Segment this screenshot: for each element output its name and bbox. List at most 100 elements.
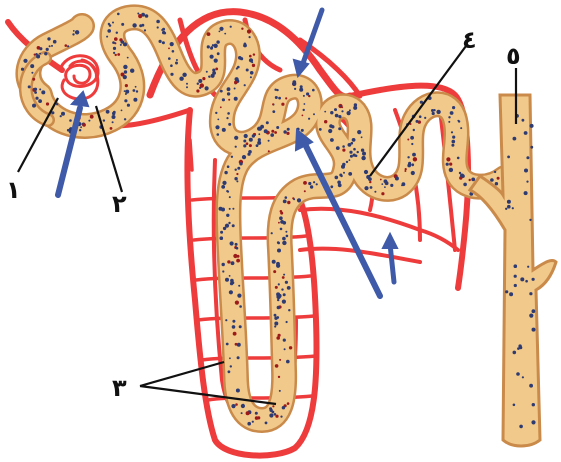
speckle-dot (357, 130, 361, 134)
speckle-dot (80, 126, 82, 128)
speckle-dot (522, 119, 525, 122)
speckle-dot (308, 182, 311, 185)
speckle-dot (275, 286, 278, 289)
speckle-dot (279, 390, 281, 392)
speckle-dot (287, 402, 290, 405)
speckle-dot (283, 130, 286, 133)
speckle-dot (226, 117, 228, 119)
speckle-dot (531, 420, 535, 424)
speckle-dot (106, 36, 108, 38)
speckle-dot (121, 40, 125, 44)
speckle-dot (156, 20, 160, 24)
speckle-dot (287, 286, 291, 290)
speckle-dot (47, 37, 50, 40)
speckle-dot (231, 156, 233, 158)
speckle-dot (413, 157, 417, 161)
speckle-dot (235, 146, 237, 148)
speckle-dot (170, 42, 174, 46)
speckle-dot (246, 142, 249, 145)
speckle-dot (23, 59, 27, 63)
pointer-3a (140, 362, 224, 386)
speckle-dot (264, 129, 268, 133)
speckle-dot (517, 347, 520, 350)
speckle-dot (446, 163, 449, 166)
speckle-dot (231, 261, 235, 265)
speckle-dot (306, 92, 309, 95)
speckle-dot (529, 314, 533, 318)
speckle-dot (338, 127, 341, 130)
speckle-dot (450, 111, 454, 115)
speckle-dot (452, 140, 456, 144)
speckle-dot (230, 26, 232, 28)
speckle-dot (69, 119, 72, 122)
speckle-dot (159, 40, 162, 43)
speckle-dot (123, 75, 127, 79)
speckle-dot (227, 87, 231, 91)
speckle-dot (273, 270, 276, 273)
speckle-dot (283, 274, 285, 276)
speckle-dot (335, 114, 339, 118)
speckle-dot (319, 128, 322, 131)
speckle-dot (405, 168, 407, 170)
speckle-dot (411, 171, 415, 175)
speckle-dot (145, 14, 149, 18)
speckle-dot (210, 47, 213, 50)
speckle-dot (130, 69, 134, 73)
speckle-dot (233, 332, 237, 336)
speckle-dot (278, 376, 280, 378)
speckle-dot (117, 13, 120, 16)
speckle-dot (215, 68, 218, 71)
speckle-dot (395, 177, 399, 181)
speckle-dot (278, 222, 280, 224)
speckle-dot (275, 415, 278, 418)
speckle-dot (32, 78, 35, 81)
speckle-dot (229, 290, 233, 294)
speckle-dot (516, 372, 520, 376)
speckle-dot (514, 284, 517, 287)
speckle-dot (106, 110, 110, 114)
speckle-dot (207, 45, 210, 48)
speckle-dot (274, 325, 276, 327)
speckle-dot (127, 57, 129, 59)
speckle-dot (270, 133, 274, 137)
speckle-dot (144, 29, 146, 31)
speckle-dot (88, 120, 90, 122)
speckle-dot (265, 422, 268, 425)
speckle-dot (237, 66, 240, 69)
speckle-dot (230, 282, 233, 285)
speckle-dot (252, 64, 255, 67)
speckle-dot (313, 113, 315, 115)
speckle-dot (283, 293, 286, 296)
speckle-dot (172, 50, 175, 53)
speckle-dot (255, 416, 259, 420)
speckle-dot (258, 133, 260, 135)
speckle-dot (210, 55, 214, 59)
speckle-dot (67, 45, 69, 47)
speckle-dot (234, 136, 238, 140)
speckle-dot (213, 44, 217, 48)
speckle-dot (494, 171, 496, 173)
speckle-dot (235, 301, 239, 305)
speckle-dot (60, 115, 62, 117)
speckle-dot (303, 181, 307, 185)
speckle-dot (313, 181, 315, 183)
speckle-dot (182, 73, 186, 77)
speckle-dot (275, 96, 278, 99)
speckle-dot (460, 174, 464, 178)
speckle-dot (324, 111, 326, 113)
speckle-dot (274, 314, 277, 317)
speckle-dot (292, 82, 296, 86)
speckle-dot (350, 155, 353, 158)
speckle-dot (221, 185, 225, 189)
speckle-dot (341, 110, 343, 112)
speckle-dot (451, 144, 454, 147)
speckle-dot (490, 178, 494, 182)
speckle-dot (232, 224, 235, 227)
speckle-dot (349, 159, 351, 161)
speckle-dot (229, 275, 231, 277)
speckle-dot (361, 156, 365, 160)
speckle-dot (229, 357, 231, 359)
speckle-dot (312, 89, 315, 92)
speckle-dot (249, 138, 253, 142)
